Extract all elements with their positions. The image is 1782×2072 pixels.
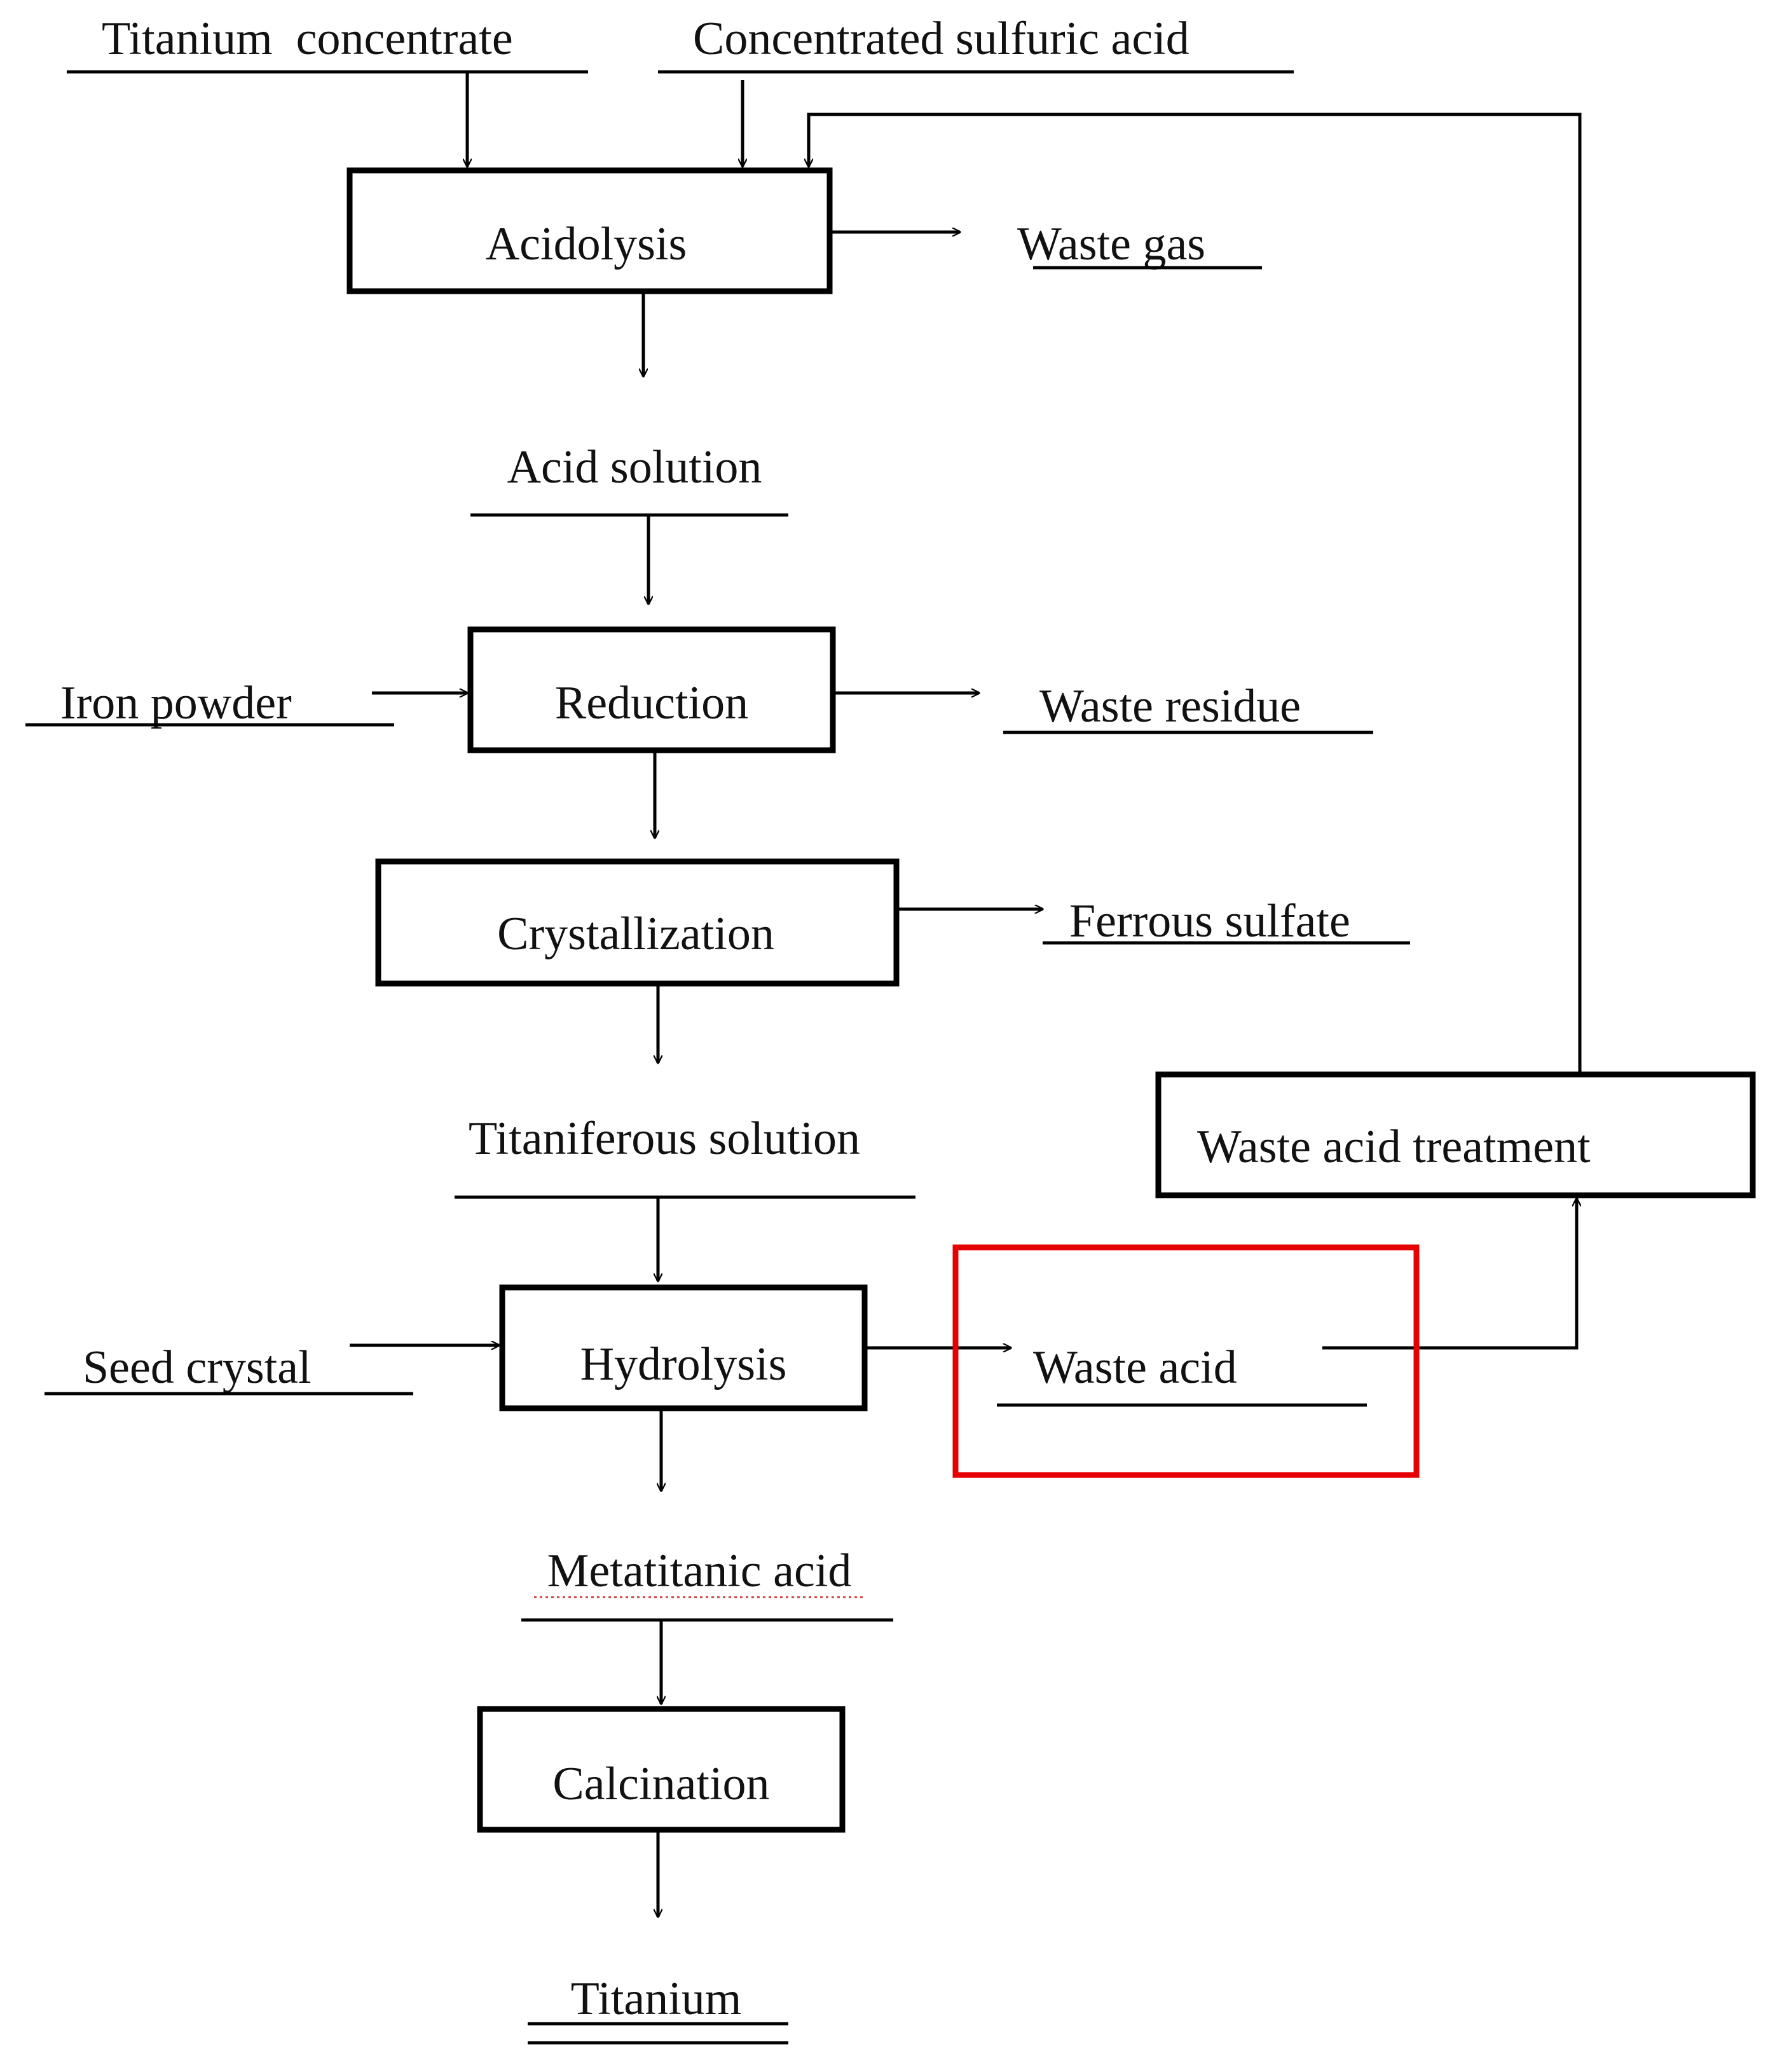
label-waste-residue: Waste residue [1039, 680, 1301, 732]
box-reduction [467, 626, 836, 753]
label-metatitanic-acid: Metatitanic acid [547, 1545, 852, 1597]
box-waste-acid-treatment [1155, 1071, 1756, 1198]
arrow-recycled-acid-to-acidolysis [809, 113, 1582, 1074]
label-titaniferous-solution: Titaniferous solution [469, 1113, 860, 1165]
box-crystallization [375, 858, 900, 987]
label-iron-powder: Iron powder [60, 677, 292, 729]
label-titanium-concentrate: Titanium concentrate [102, 13, 513, 65]
label-reduction: Reduction [555, 677, 748, 729]
label-seed-crystal: Seed crystal [83, 1341, 312, 1394]
label-acid-solution: Acid solution [507, 441, 762, 493]
highlight-box-waste-acid [952, 1244, 1420, 1478]
label-concentrated-sulfuric-acid: Concentrated sulfuric acid [693, 13, 1189, 65]
label-titanium: Titanium [571, 1973, 742, 2025]
label-ferrous-sulfate: Ferrous sulfate [1069, 895, 1350, 947]
label-waste-acid-treatment: Waste acid treatment [1197, 1121, 1591, 1173]
label-crystallization: Crystallization [497, 908, 774, 960]
label-calcination: Calcination [552, 1758, 769, 1810]
arrow-waste-acid-to-treatment [1322, 1198, 1577, 1350]
label-acidolysis: Acidolysis [486, 218, 687, 270]
box-calcination [477, 1706, 846, 1833]
label-hydrolysis: Hydrolysis [580, 1338, 787, 1390]
label-waste-gas: Waste gas [1017, 218, 1205, 270]
label-waste-acid: Waste acid [1033, 1341, 1237, 1394]
